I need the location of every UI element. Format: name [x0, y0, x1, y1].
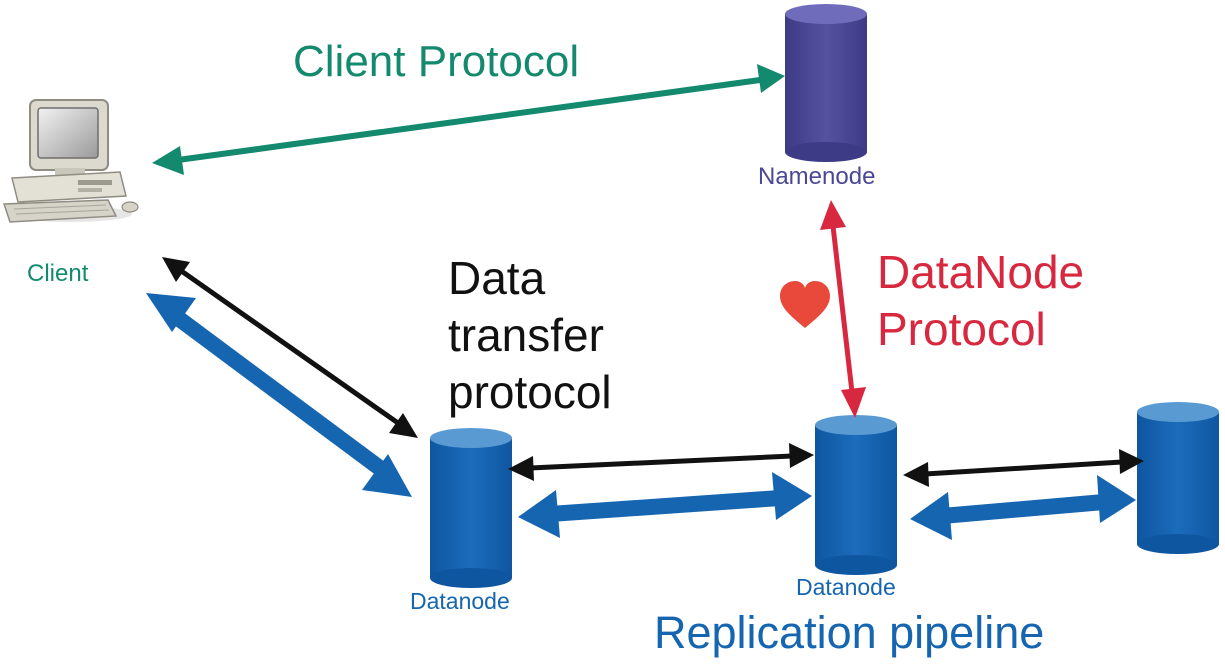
client-protocol-label: Client Protocol [293, 37, 580, 86]
data-transfer-line-1: Data [448, 252, 546, 304]
replication-arrow-client [146, 293, 412, 497]
datanode-protocol-label: DataNode Protocol [877, 244, 1084, 358]
datanode-2-label: Datanode [796, 574, 896, 600]
datanode-cylinder-2 [815, 415, 897, 575]
data-transfer-arrow-dn1-dn2 [508, 443, 814, 481]
datanode-1-label: Datanode [410, 588, 510, 614]
data-transfer-line-3: protocol [448, 366, 612, 418]
client-label: Client [27, 260, 89, 287]
data-transfer-line-2: transfer [448, 309, 604, 361]
data-transfer-protocol-label: Data transfer protocol [448, 250, 612, 421]
data-transfer-arrow-client [162, 257, 418, 438]
replication-arrow-dn1-dn2 [518, 472, 812, 538]
desktop-computer-icon [2, 99, 139, 223]
replication-arrow-dn2-dn3 [910, 475, 1136, 540]
namenode-cylinder [785, 4, 867, 162]
replication-pipeline-label: Replication pipeline [654, 607, 1045, 658]
datanode-cylinder-3 [1137, 402, 1219, 554]
heart-icon [780, 281, 830, 328]
datanode-protocol-line-2: Protocol [877, 303, 1046, 355]
datanode-protocol-arrow [820, 200, 866, 418]
data-transfer-arrow-dn2-dn3 [903, 449, 1144, 487]
namenode-label: Namenode [758, 163, 876, 190]
datanode-protocol-line-1: DataNode [877, 246, 1085, 298]
client-protocol-arrow [152, 64, 785, 175]
datanode-cylinder-1 [430, 428, 512, 588]
